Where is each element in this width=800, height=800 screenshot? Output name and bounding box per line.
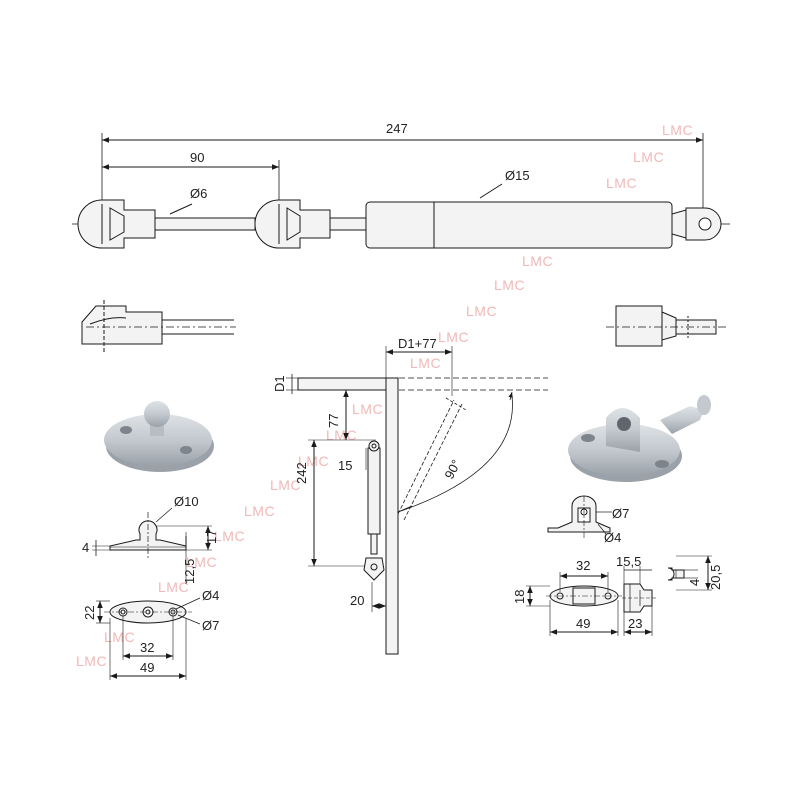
offset-20-label: 20 [350,593,364,608]
fork-depth-23-label: 23 [628,616,642,631]
rod-diameter-label: Ø6 [190,186,207,201]
body-diameter-label: Ø15 [505,168,530,183]
watermark: LMC [522,253,553,269]
angle-label: 90° [441,457,463,481]
height-12-5-label: 12,5 [182,559,197,584]
watermark: LMC [214,528,245,544]
watermark: LMC [410,355,441,371]
ball-diameter-label: Ø10 [174,494,199,509]
mounting-labels: D1+77 D1 77 242 15 20 90° [272,336,464,608]
width-22-label: 22 [82,606,97,620]
fork-bracket-top-drawing [526,572,622,636]
gas-spring-labels: 247 90 Ø6 Ø15 [190,121,530,201]
length-stroke-label: 90 [190,150,204,165]
fork-hole-small-label: Ø4 [604,530,621,545]
d1-label: D1 [272,375,287,392]
watermark: LMC [633,149,664,165]
watermark: LMC [104,629,135,645]
fork-bracket-front-drawing [622,566,656,636]
fork-length-label: 49 [576,616,590,631]
end-detail-left [81,300,236,352]
watermark: LMC [76,653,107,669]
vertical-242-label: 242 [294,462,309,484]
watermark: LMC [326,427,357,443]
ball-bracket-side-drawing [92,507,212,584]
ball-bracket-top-drawing [96,597,201,680]
height-17-label: 17 [204,530,219,544]
watermark: LMC [244,503,275,519]
watermark: LMC [158,579,189,595]
ball-bracket-side-labels: Ø10 4 17 12,5 [82,494,219,584]
watermark: LMC [494,277,525,293]
fork-bracket-top-labels: 32 18 49 [512,558,590,631]
watermark: LMC [352,401,383,417]
length-49-label: 49 [140,660,154,675]
fork-spacing-label: 32 [576,558,590,573]
fork-bracket-photo [568,395,711,482]
watermark: LMC [606,175,637,191]
watermark: LMC [438,329,469,345]
offset-15-label: 15 [338,458,352,473]
fork-bracket-front-labels: 15,5 23 [616,554,642,631]
gas-spring-side-view [72,133,730,249]
watermark: LMC [186,554,217,570]
fork-bracket-side-drawing [547,495,612,540]
ball-bracket-top-labels: 22 Ø4 Ø7 32 49 [82,588,219,675]
length-total-label: 247 [386,121,408,136]
hole-large-label: Ø7 [202,618,219,633]
watermark: LMC [466,303,497,319]
fork-depth-15-5-label: 15,5 [616,554,641,569]
spacing-label: 32 [140,640,154,655]
vertical-77-label: 77 [326,414,341,428]
pin-drawing [667,555,712,591]
watermark: LMC [270,477,301,493]
fork-width-18-label: 18 [512,590,527,604]
watermark: LMC [662,122,693,138]
fork-hole-large-label: Ø7 [612,506,629,521]
pin-labels: 4 20,5 [687,565,723,590]
ball-bracket-photo [104,401,214,472]
thickness-label: 4 [82,540,89,555]
pin-length-label: 20,5 [708,565,723,590]
fork-bracket-side-labels: Ø7 Ø4 [604,506,629,545]
pin-diameter-label: 4 [687,579,702,586]
d1-offset-label: D1+77 [398,336,437,351]
hole-small-label: Ø4 [202,588,219,603]
end-detail-right [606,305,728,347]
mounting-diagram [286,346,548,655]
